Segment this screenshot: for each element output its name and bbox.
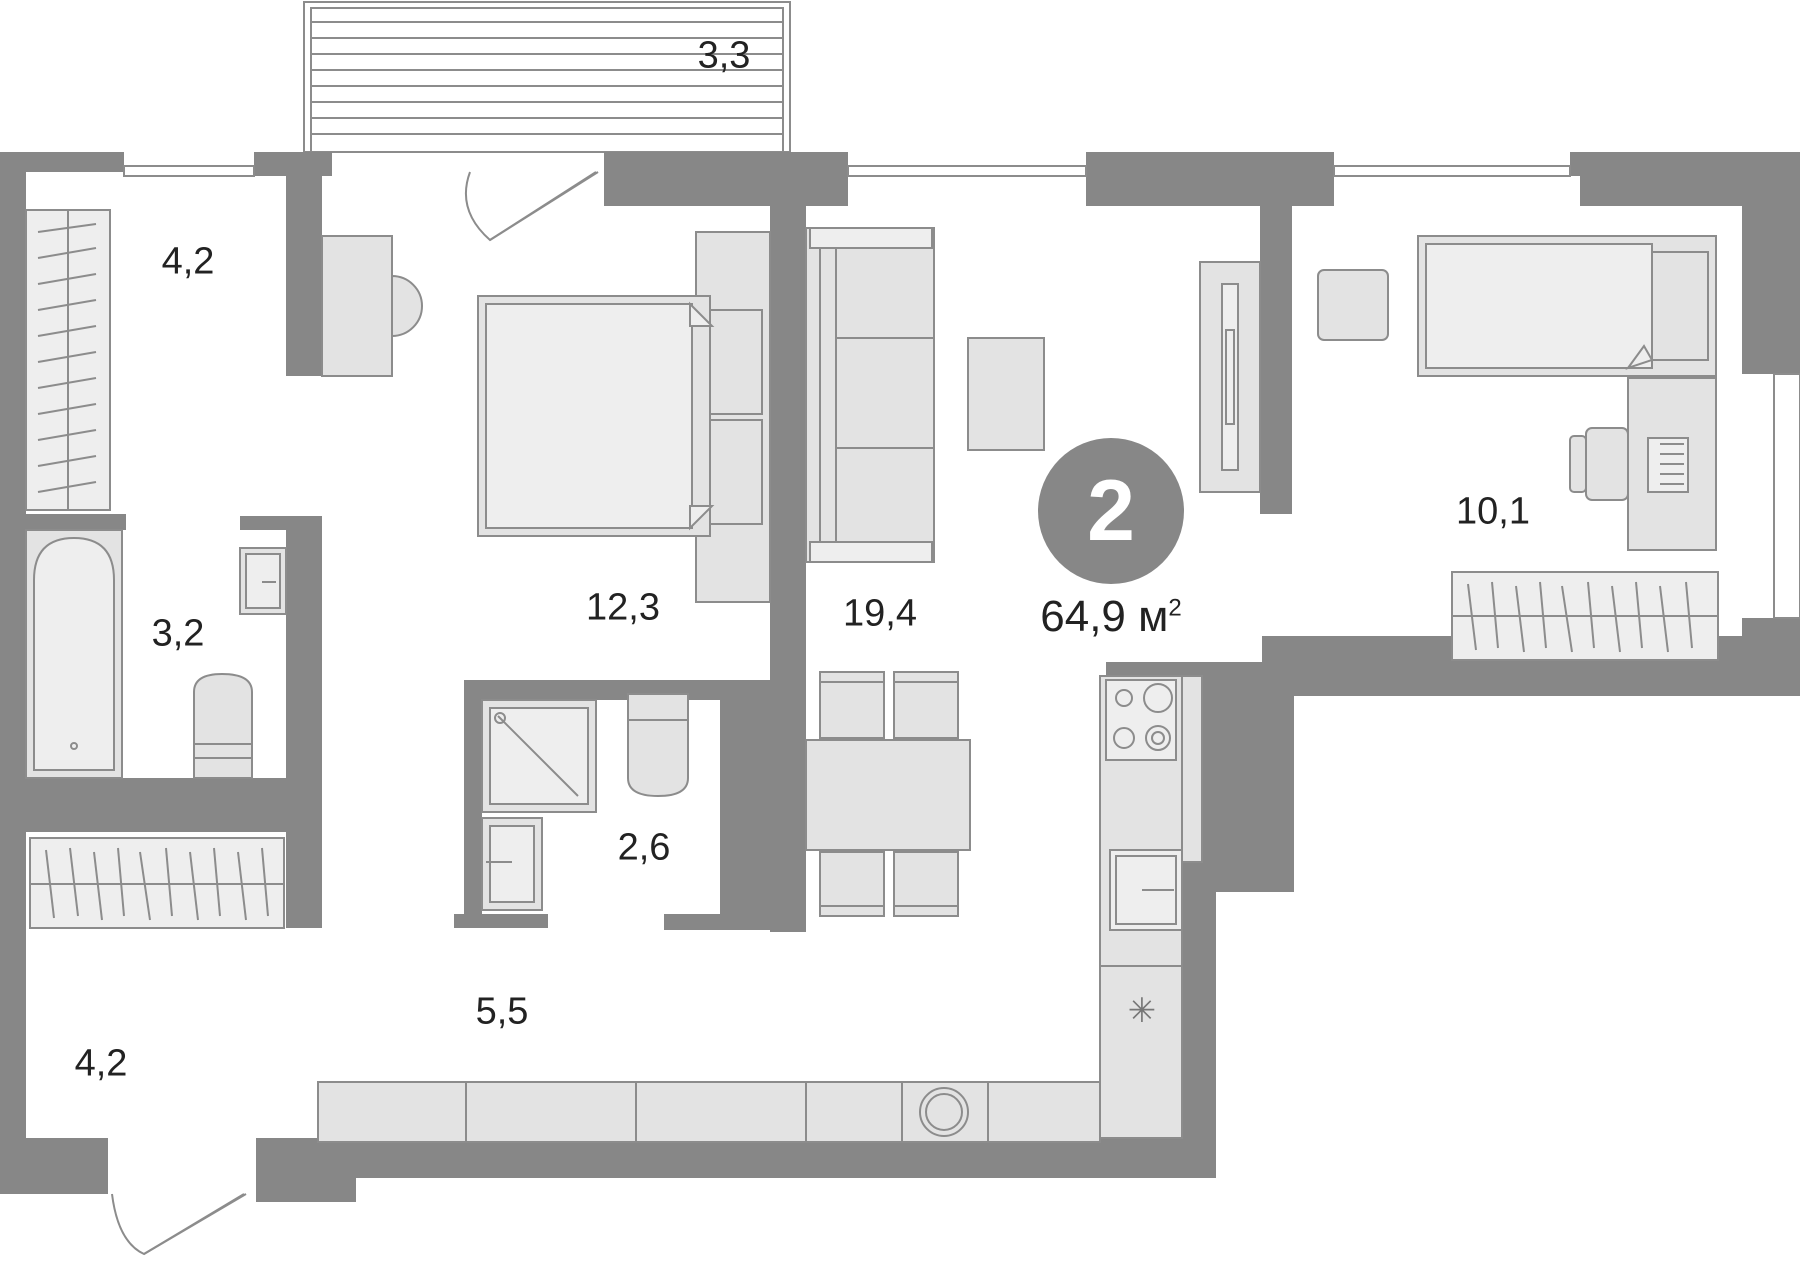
bedroom-desk	[321, 235, 423, 377]
double-bed	[477, 231, 771, 603]
rooms-count-badge: 2	[1038, 438, 1184, 584]
balcony-area-label: 3,3	[697, 34, 751, 77]
total-area: 64,9 м2	[1040, 592, 1181, 642]
balcony	[303, 1, 791, 153]
washing-machine	[919, 1087, 969, 1137]
dining-set	[805, 671, 971, 917]
balcony-door	[465, 171, 599, 242]
walls	[0, 152, 1800, 1202]
sofa	[805, 227, 935, 563]
fridge: ✳	[1100, 965, 1182, 1031]
corridor-cabinet	[317, 1081, 1101, 1143]
toilet-room-toilet	[627, 693, 689, 798]
shower-cabin	[481, 699, 597, 813]
entrance-door	[111, 1193, 247, 1256]
bathroom-sink	[239, 547, 287, 615]
total-area-value: 64,9	[1040, 592, 1126, 641]
child-room-desk	[1627, 377, 1717, 551]
child-room-chair	[1569, 427, 1629, 501]
entrance-area-label: 4,2	[74, 1042, 128, 1085]
corridor-area-label: 5,5	[475, 990, 529, 1033]
child-room-ottoman	[1317, 269, 1389, 341]
kitchen-sink	[1109, 849, 1183, 931]
total-area-unit-power: 2	[1168, 594, 1182, 622]
svg-text:✳: ✳	[1128, 991, 1157, 1031]
corridor-wardrobe	[29, 837, 285, 929]
windows	[123, 165, 1800, 619]
bathroom-toilet	[193, 672, 253, 779]
child-room-wardrobe	[1451, 571, 1719, 661]
living-kitchen-area-label: 19,4	[843, 592, 917, 635]
cooktop	[1105, 679, 1177, 761]
wardrobe-shelving	[25, 209, 111, 511]
bedroom-area-label: 12,3	[586, 586, 660, 629]
wardrobe-area-label: 4,2	[161, 240, 215, 283]
balcony-slats	[311, 21, 783, 135]
total-area-unit: м	[1138, 592, 1169, 641]
bathtub	[25, 529, 123, 779]
coffee-table	[967, 337, 1045, 451]
tv-stand	[1199, 261, 1261, 493]
single-bed	[1417, 235, 1717, 377]
child-room-area-label: 10,1	[1456, 490, 1530, 533]
bathroom-area-label: 3,2	[151, 612, 205, 655]
toilet-area-label: 2,6	[617, 826, 671, 869]
toilet-room-sink	[481, 817, 543, 911]
rooms-count: 2	[1087, 463, 1135, 559]
